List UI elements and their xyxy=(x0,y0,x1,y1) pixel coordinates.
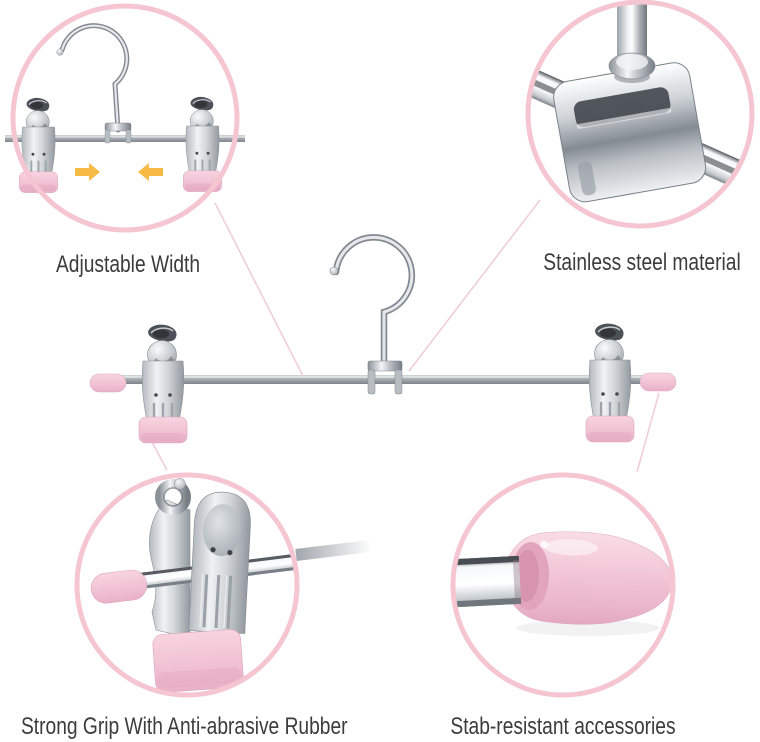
clip-rear-arm xyxy=(149,499,191,639)
hook-clamp xyxy=(367,360,403,395)
tube-collar xyxy=(608,52,656,83)
callout-ring xyxy=(450,472,676,698)
connector-line-strong-grip xyxy=(151,441,168,471)
callout-ring xyxy=(10,3,240,233)
hanger-clip-right xyxy=(584,322,636,444)
hook-stem-tube xyxy=(617,4,647,60)
callout-label-stainless-steel: Stainless steel material xyxy=(543,249,741,276)
mini-hook-clamp xyxy=(104,122,132,132)
hook-tip-ball xyxy=(329,266,339,276)
callout-connector-lines xyxy=(151,199,660,473)
hanger-hook xyxy=(329,234,416,369)
hanger-bar xyxy=(92,375,673,384)
arrow-right-icon xyxy=(75,163,100,181)
hanger-clip-left xyxy=(137,323,189,445)
callout-ring xyxy=(74,472,300,698)
connector-line-adjustable-width xyxy=(214,202,304,377)
clip-spring-ring xyxy=(155,478,191,515)
steel-clamp xyxy=(553,62,707,203)
callout-circle-stainless-steel xyxy=(525,0,755,229)
connector-line-stainless-steel xyxy=(408,199,541,372)
arrow-left-icon xyxy=(138,163,163,181)
clip-front-arm xyxy=(188,491,251,634)
bar-fade-segment xyxy=(295,540,371,561)
square-steel-bar xyxy=(455,555,522,609)
callout-ring xyxy=(525,0,755,229)
bar-end-cap-left xyxy=(89,373,127,393)
callout-label-stab-resistant: Stab-resistant accessories xyxy=(450,713,676,740)
callout-label-adjustable-width: Adjustable Width xyxy=(55,251,201,278)
callout-circle-stab-resistant xyxy=(450,472,676,698)
steel-clamp-photo xyxy=(530,4,750,208)
mini-hanger xyxy=(5,23,245,194)
connector-line-stab-resistant xyxy=(636,392,660,473)
callout-circle-adjustable-width xyxy=(5,3,245,233)
end-cap-closeup-photo xyxy=(455,531,671,636)
callout-circle-strong-grip xyxy=(74,472,300,698)
bar-end-cap-right xyxy=(639,372,677,392)
bar-tip-rubber xyxy=(90,569,148,604)
clip-rubber-pad xyxy=(152,629,244,693)
callout-label-strong-grip: Strong Grip With Anti-abrasive Rubber xyxy=(21,713,348,740)
clip-closeup-photo xyxy=(90,478,295,693)
rubber-end-cap xyxy=(504,531,671,625)
